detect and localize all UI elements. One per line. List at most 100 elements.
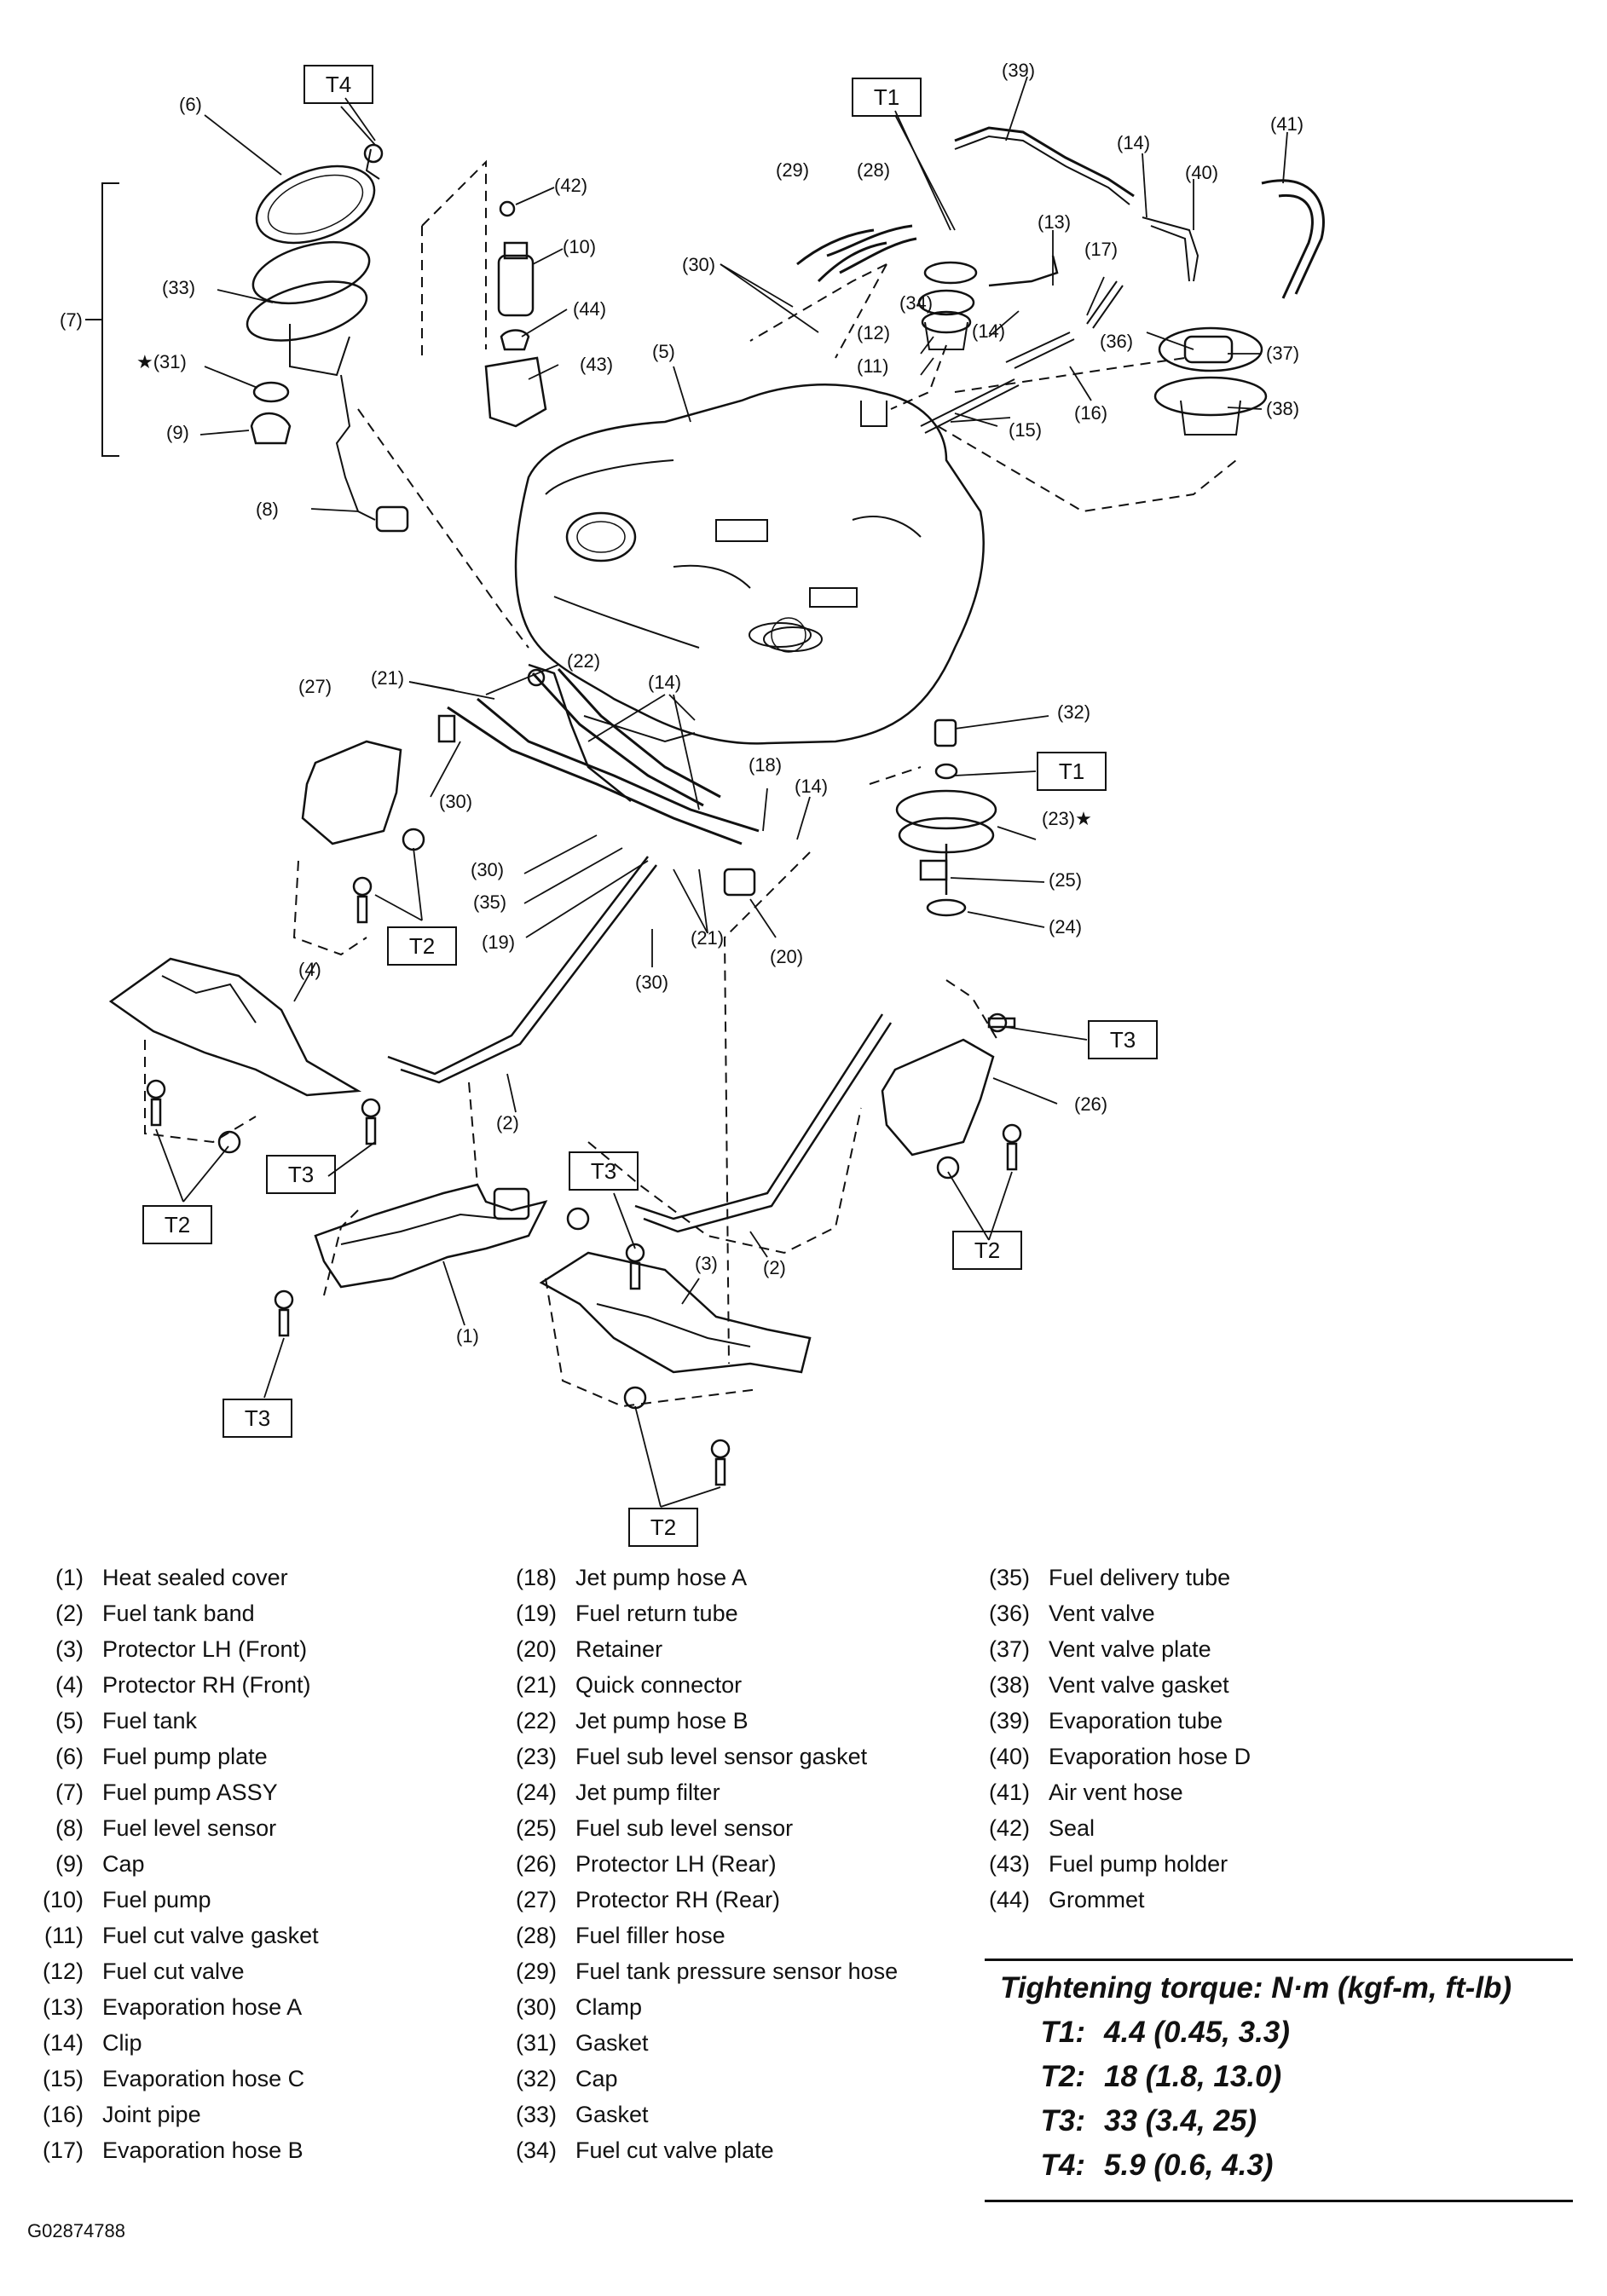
legend-item-name: Seal	[1049, 1815, 1095, 1841]
callout-30: (30)	[439, 791, 472, 812]
legend-item-number: (10)	[42, 1887, 84, 1912]
legend-item-name: Fuel cut valve gasket	[102, 1923, 319, 1948]
callout-31: ★(31)	[136, 351, 187, 372]
legend-item-number: (40)	[988, 1744, 1030, 1769]
legend-item: (36)Vent valve	[963, 1595, 1251, 1631]
torque-label-t3: T3	[288, 1162, 314, 1187]
callout-34: (34)	[899, 292, 933, 314]
legend-item-name: Fuel sub level sensor gasket	[575, 1744, 868, 1769]
figure-code: G02874788	[27, 2220, 125, 2241]
legend-item: (10) Fuel pump	[17, 1882, 319, 1918]
legend-item-number: (3)	[55, 1636, 84, 1662]
protector-lh-rear-drawing	[881, 1038, 995, 1157]
legend-item-name: Fuel pump	[102, 1887, 211, 1912]
legend-item-number: (26)	[515, 1851, 557, 1877]
callout-23: (23)★	[1042, 808, 1092, 829]
callout-14: (14)	[795, 776, 828, 797]
legend-item-name: Protector RH (Front)	[102, 1672, 311, 1698]
torque-row: T1: 4.4 (0.45, 3.3)	[985, 2010, 1573, 2055]
legend-item: (26)Protector LH (Rear)	[490, 1846, 898, 1882]
legend-item: (22)Jet pump hose B	[490, 1703, 898, 1739]
legend-item-name: Fuel return tube	[575, 1601, 738, 1626]
legend-item-number: (4)	[55, 1672, 84, 1698]
torque-label-t2: T2	[650, 1514, 676, 1540]
legend-item-number: (34)	[515, 2137, 557, 2163]
torque-label-t2: T2	[409, 933, 435, 959]
callout-14: (14)	[972, 320, 1005, 342]
legend-item-name: Fuel cut valve plate	[575, 2137, 774, 2163]
legend-item-name: Vent valve plate	[1049, 1636, 1211, 1662]
legend-item: (3) Protector LH (Front)	[17, 1631, 319, 1667]
torque-label-t2: T2	[974, 1237, 1000, 1263]
legend-item-number: (30)	[515, 1994, 557, 2020]
callout-17: (17)	[1084, 239, 1118, 260]
legend-item: (14)Clip	[17, 2025, 319, 2061]
legend-item: (40) Evaporation hose D	[963, 1739, 1251, 1774]
protector-rh-rear-drawing	[301, 740, 402, 845]
legend-item-name: Fuel level sensor	[102, 1815, 277, 1841]
callout-12: (12)	[857, 322, 890, 343]
legend-item: (41)Air vent hose	[963, 1774, 1251, 1810]
legend-item: (24)Jet pump filter	[490, 1774, 898, 1810]
legend-item-number: (38)	[988, 1672, 1030, 1698]
legend-item-name: Cap	[102, 1851, 145, 1877]
callout-2: (2)	[763, 1257, 786, 1278]
legend-item: (28)Fuel filler hose	[490, 1918, 898, 1953]
torque-value: 33 (3.4, 25)	[1104, 2104, 1257, 2137]
sub-level-sensor-drawing	[723, 718, 997, 917]
legend-item-number: (31)	[515, 2030, 557, 2056]
callout-42: (42)	[554, 175, 587, 196]
torque-label-t3: T3	[1110, 1027, 1136, 1053]
legend-item-name: Evaporation hose D	[1049, 1744, 1251, 1769]
legend-item-number: (32)	[515, 2066, 557, 2091]
legend-item-name: Evaporation hose A	[102, 1994, 303, 2020]
callout-28: (28)	[857, 159, 890, 181]
legend-item: (11)Fuel cut valve gasket	[17, 1918, 319, 1953]
callout-7: (7)	[60, 309, 83, 331]
legend-item-name: Fuel pump holder	[1049, 1851, 1228, 1877]
legend-item-number: (12)	[42, 1959, 84, 1984]
callout-15: (15)	[1009, 419, 1042, 441]
callout-26: (26)	[1074, 1093, 1107, 1115]
torque-label-t4: T4	[326, 72, 351, 97]
protector-lh-front-drawing	[539, 1251, 812, 1374]
callout-1: (1)	[456, 1325, 479, 1347]
legend-item-name: Gasket	[575, 2102, 649, 2127]
torque-label-t1: T1	[1059, 759, 1084, 784]
legend-item-number: (22)	[515, 1708, 557, 1734]
legend-item-name: Protector LH (Front)	[102, 1636, 308, 1662]
callout-39: (39)	[1002, 60, 1035, 81]
legend-item: (23)Fuel sub level sensor gasket	[490, 1739, 898, 1774]
callout-25: (25)	[1049, 869, 1082, 891]
legend-item: (2)Fuel tank band	[17, 1595, 319, 1631]
legend-item-number: (41)	[988, 1780, 1030, 1805]
legend-item-name: Evaporation tube	[1049, 1708, 1223, 1734]
torque-row: T4: 5.9 (0.6, 4.3)	[985, 2143, 1573, 2188]
legend-item-number: (6)	[55, 1744, 84, 1769]
legend-item: (39)Evaporation tube	[963, 1703, 1251, 1739]
torque-label-t3: T3	[591, 1158, 616, 1184]
legend-item-name: Vent valve gasket	[1049, 1672, 1229, 1698]
legend-item: (38) Vent valve gasket	[963, 1667, 1251, 1703]
legend-item-name: Fuel tank pressure sensor hose	[575, 1959, 899, 1984]
heat-sealed-cover-drawing	[314, 1183, 548, 1289]
legend-item-number: (14)	[42, 2030, 84, 2056]
torque-row: T3: 33 (3.4, 25)	[985, 2099, 1573, 2143]
callout-43: (43)	[580, 354, 613, 375]
legend-item-number: (2)	[55, 1601, 84, 1626]
legend-item: (16)Joint pipe	[17, 2097, 319, 2132]
legend-item-number: (27)	[515, 1887, 557, 1912]
callout-36: (36)	[1100, 331, 1133, 352]
legend-item-number: (42)	[988, 1815, 1030, 1841]
legend-item: (13)Evaporation hose A	[17, 1989, 319, 2025]
legend-item-number: (16)	[42, 2102, 84, 2127]
legend-item-number: (19)	[515, 1601, 557, 1626]
legend-item-number: (15)	[42, 2066, 84, 2091]
legend-item: (34) Fuel cut valve plate	[490, 2132, 898, 2168]
callout-8: (8)	[256, 499, 279, 520]
legend-item: (30)Clamp	[490, 1989, 898, 2025]
callout-9: (9)	[166, 422, 189, 443]
callout-27: (27)	[298, 676, 332, 697]
fuel-tank-drawing	[514, 384, 985, 745]
callout-16: (16)	[1074, 402, 1107, 424]
